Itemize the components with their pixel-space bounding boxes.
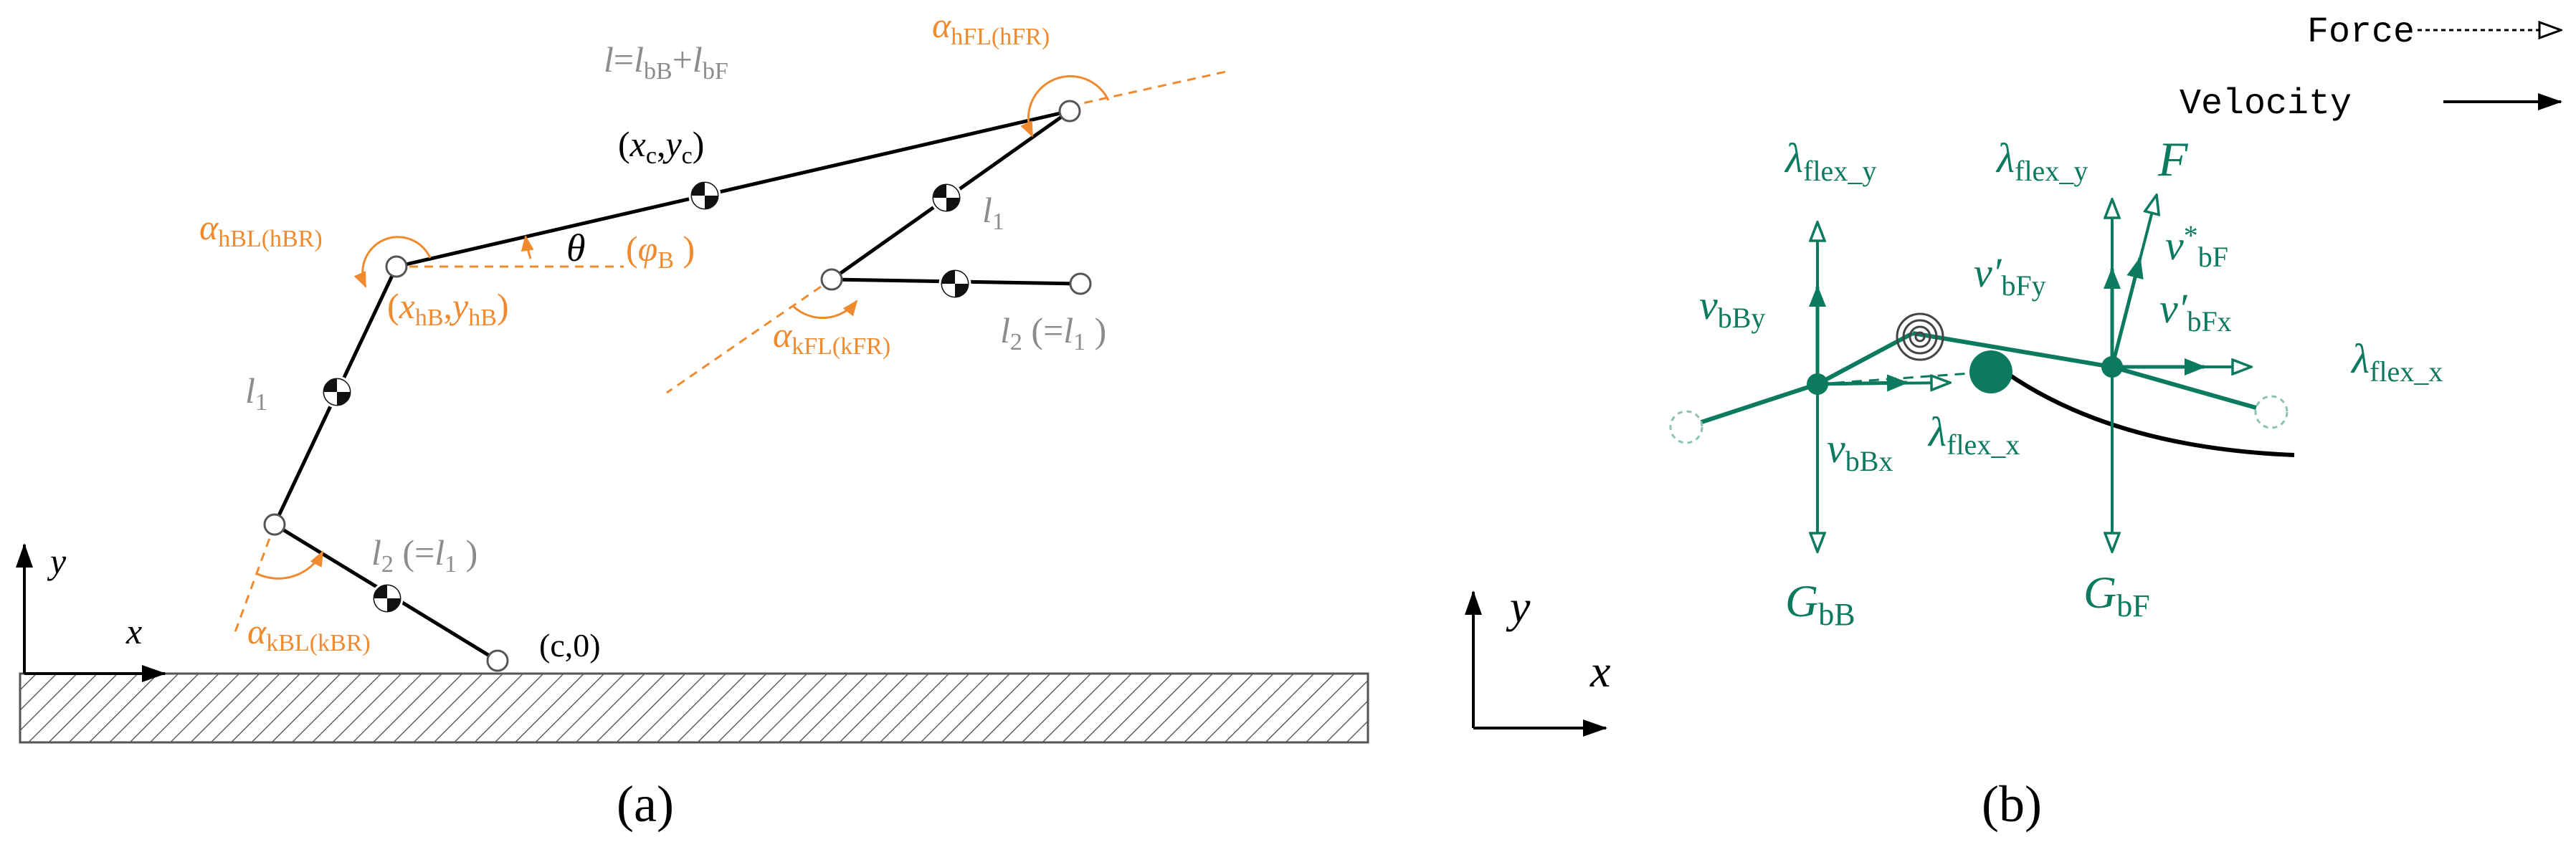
legend: Force Velocity	[2180, 12, 2562, 125]
label-alpha-kBL: αkBL(kBR)	[247, 611, 371, 656]
axis-y-label-a: y	[47, 541, 67, 581]
label-lambda-right-y: λflex_y	[1995, 135, 2088, 187]
com-markers	[320, 179, 971, 615]
end-left	[1669, 410, 1703, 444]
label-alpha-hFL: αhFL(hFR)	[932, 5, 1050, 50]
leg-curve	[2005, 370, 2295, 457]
label-G-bF: GbF	[2083, 567, 2150, 623]
panel-b: Force Velocity	[1669, 12, 2562, 833]
angle-arcs	[255, 75, 1110, 580]
end-right	[2254, 395, 2289, 429]
com-back-shank	[371, 582, 404, 615]
axis-x-label-a: x	[125, 611, 142, 651]
hip-front-joint	[1058, 100, 1081, 123]
legend-force-label: Force	[2307, 12, 2415, 53]
label-lambda-mid-x: λflex_x	[1927, 408, 2020, 461]
right-node-vectors	[2101, 195, 2251, 552]
com-front-thigh	[930, 181, 963, 214]
foot-front-joint	[1069, 272, 1092, 295]
legend-velocity-label: Velocity	[2180, 84, 2352, 125]
label-l2-front: l2 (=l1 )	[1000, 310, 1106, 355]
label-hip-back: (xhB,yhB)	[387, 286, 509, 331]
knee-back-joint	[263, 513, 286, 536]
ground-plate	[19, 672, 1369, 744]
label-center: (xc,yc)	[618, 124, 704, 169]
label-l1-back: l1	[245, 370, 267, 416]
left-node-vectors	[1807, 222, 1950, 552]
label-lambda-left-y: λflex_y	[1784, 135, 1876, 187]
label-force-F: F	[2157, 132, 2189, 186]
label-v-bFx: v′bFx	[2159, 285, 2232, 338]
axes-b	[1465, 590, 1607, 737]
label-theta: θ	[566, 226, 586, 269]
hip-back-joint	[385, 255, 408, 278]
joints	[263, 100, 1092, 672]
label-phi: (φB )	[626, 229, 695, 274]
caption-a: (a)	[617, 775, 674, 833]
axis-x-label-b: x	[1589, 646, 1610, 697]
label-alpha-kFL: αkFL(kFR)	[773, 315, 890, 360]
label-v-bBx: vbBx	[1827, 425, 1893, 477]
joint-mass	[1969, 350, 2012, 393]
label-l1-front: l1	[982, 190, 1004, 235]
spring-icon	[1896, 312, 1944, 361]
com-front-shank	[938, 267, 971, 300]
label-total-length: l=lbB+lbF	[604, 39, 728, 85]
axis-y-label-b: y	[1506, 581, 1531, 632]
axes-a	[16, 543, 166, 682]
label-lambda-right-x: λflex_x	[2350, 335, 2443, 388]
knee-front-joint	[820, 268, 843, 291]
label-alpha-hBL: αhBL(hBR)	[199, 207, 323, 252]
reference-lines	[232, 70, 1227, 638]
label-G-bB: GbB	[1785, 575, 1855, 632]
foot-back-joint	[486, 649, 509, 672]
label-v-bFy: v′bFy	[1974, 249, 2046, 302]
caption-b: (b)	[1982, 775, 2042, 833]
panel-a: y x	[16, 5, 1369, 833]
label-v-star: v*bF	[2165, 219, 2228, 273]
com-body	[688, 179, 721, 212]
label-foot: (c,0)	[539, 627, 601, 664]
com-back-thigh	[320, 375, 353, 408]
label-l2-back: l2 (=l1 )	[371, 532, 477, 578]
label-v-bBy: vbBy	[1699, 282, 1765, 334]
